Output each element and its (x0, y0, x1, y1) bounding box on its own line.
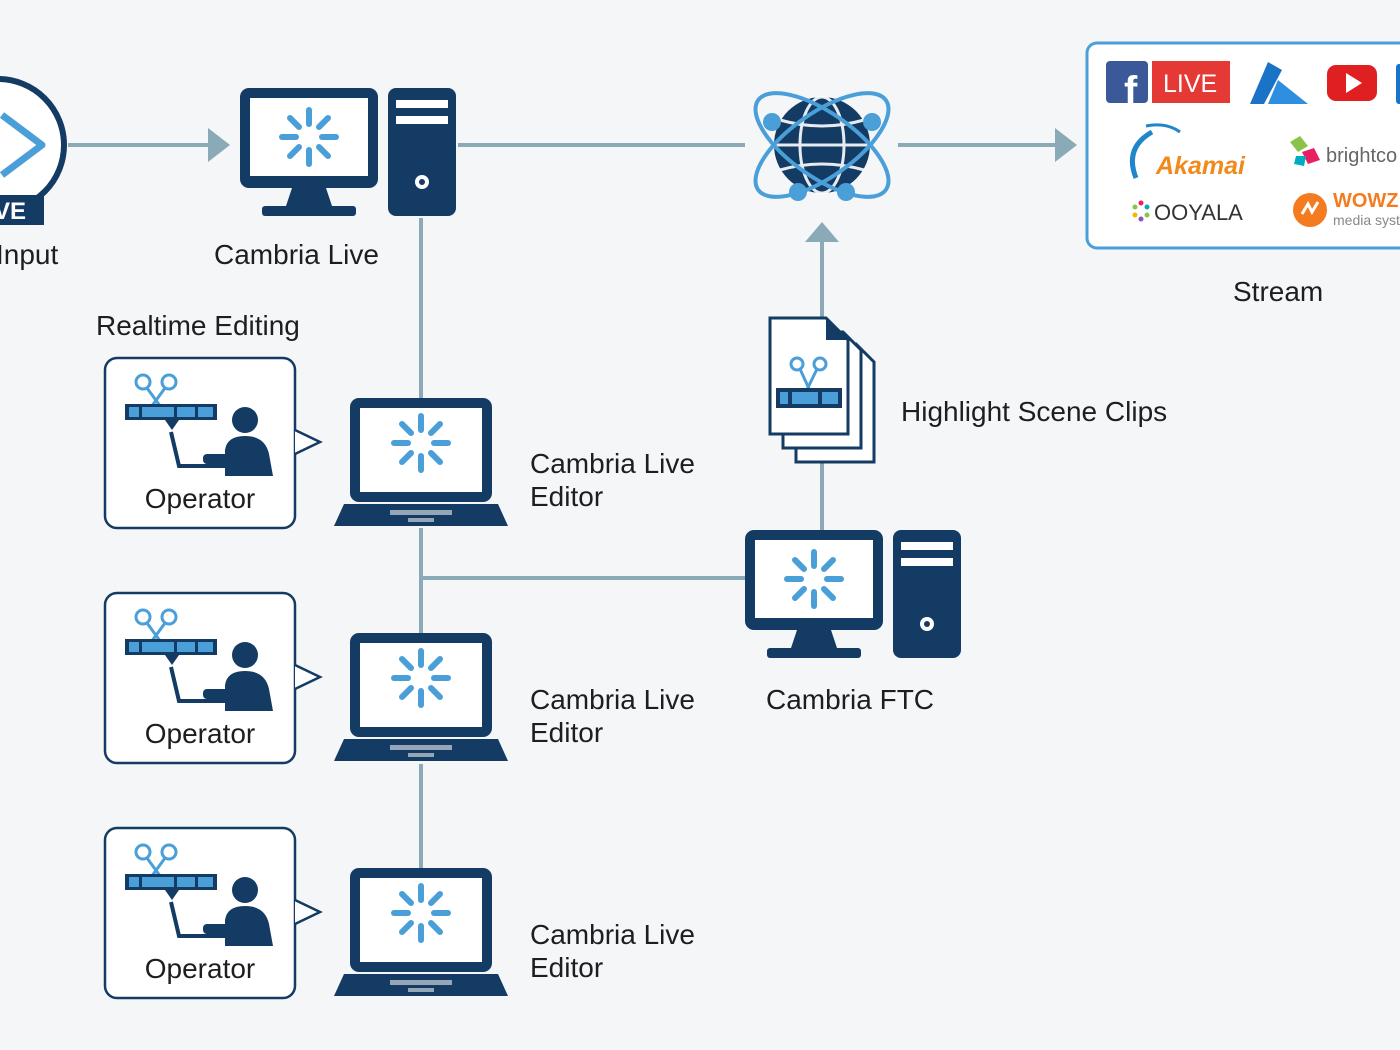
svg-text:f: f (1124, 69, 1138, 113)
cambria-live-node: Cambria Live (214, 88, 456, 270)
facebook-live-badge (1152, 61, 1230, 103)
laptop-icon (334, 633, 508, 761)
laptop-icon (334, 868, 508, 996)
facebook-live-text: LIVE (1163, 70, 1217, 98)
editor-label-line2: Editor (530, 481, 603, 512)
stream-panel: f LIVE Akamai brightco (1085, 41, 1400, 307)
brightcove-logo: brightco (1290, 136, 1397, 167)
arrowhead-to-live (208, 128, 230, 162)
operator-card: Operator (103, 826, 323, 1000)
operator-label: Operator (145, 718, 256, 749)
facebook-icon (1106, 61, 1148, 103)
editor-label-line2: Editor (530, 717, 603, 748)
monitor-icon (745, 530, 961, 658)
stream-label: Stream (1233, 276, 1323, 307)
editor-label-line1: Cambria Live (530, 919, 695, 950)
wowza-text: WOWZ (1333, 190, 1399, 212)
globe-atom-icon (753, 91, 891, 201)
input-label: Input (0, 239, 58, 270)
operator-label: Operator (145, 483, 256, 514)
live-badge (0, 195, 44, 225)
wowza-logo: WOWZ media syste (1293, 190, 1400, 228)
ooyala-logo: OOYALA (1132, 200, 1243, 225)
wowza-subtext: media syste (1333, 212, 1400, 228)
editor-label-line1: Cambria Live (530, 684, 695, 715)
monitor-icon (240, 88, 456, 216)
editor-node: Cambria Live Editor (334, 398, 695, 526)
editor-label-line1: Cambria Live (530, 448, 695, 479)
operator-label: Operator (145, 953, 256, 984)
youtube-icon (1327, 65, 1377, 101)
highlight-clips-label: Highlight Scene Clips (901, 396, 1167, 427)
operator-card: Operator (103, 356, 323, 530)
ooyala-text: OOYALA (1154, 200, 1243, 225)
akamai-logo: Akamai (1130, 123, 1246, 180)
arrowhead-to-cloud (805, 222, 839, 242)
connectors (68, 143, 1058, 870)
editor-label-line2: Editor (530, 952, 603, 983)
akamai-text: Akamai (1155, 152, 1246, 180)
arrowhead-to-stream (1055, 128, 1077, 162)
cambria-live-label: Cambria Live (214, 239, 379, 270)
cambria-ftc-label: Cambria FTC (766, 684, 934, 715)
document-stack-icon (768, 316, 876, 464)
cropped-logo (1396, 64, 1400, 104)
live-badge-text: VE (0, 198, 26, 225)
play-icon (0, 112, 46, 178)
realtime-editing-label: Realtime Editing (96, 310, 300, 341)
azure-icon (1250, 62, 1308, 104)
arrowheads (208, 128, 1077, 242)
editor-node: Cambria Live Editor (334, 633, 695, 761)
live-input-circle (0, 76, 67, 214)
laptop-icon (334, 398, 508, 526)
brightcove-text: brightco (1326, 145, 1397, 167)
live-input-node: VE Input (0, 76, 67, 270)
cambria-ftc-node: Cambria FTC (745, 530, 961, 715)
operator-card: Operator (103, 591, 323, 765)
editor-node: Cambria Live Editor (334, 868, 695, 996)
